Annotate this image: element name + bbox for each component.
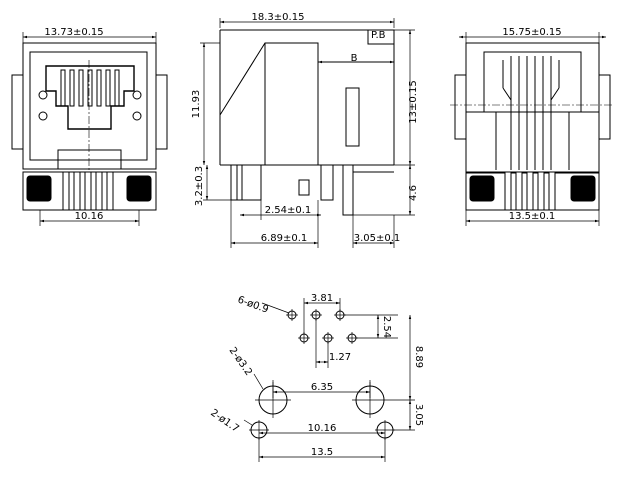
side-b-label: B: [351, 53, 358, 64]
guide-spacing-label: 6.35: [311, 382, 333, 393]
height-label: 8.89: [413, 346, 424, 368]
rear-base-label: 13.5±0.1: [509, 211, 556, 222]
mount-holes-label: 2-ø1.7: [208, 407, 241, 434]
front-pitch-label: 10.16: [75, 211, 104, 222]
pcb-footprint: 6-ø0.9 2-ø3.2 2-ø1.7 3.81 2.54 1.27 8.89…: [208, 293, 424, 462]
rear-width-label: 15.75±0.15: [502, 27, 561, 38]
overall-width-label: 13.5: [311, 447, 333, 458]
pitch-bottom-label: 1.27: [329, 352, 351, 363]
row-gap-label: 2.54: [381, 316, 392, 338]
side-pin-length-label: 4.6: [408, 185, 419, 201]
pitch-top-label: 3.81: [311, 293, 333, 304]
lower-offset-label: 3.05: [413, 404, 424, 426]
front-width-label: 13.73±0.15: [44, 27, 103, 38]
side-row-offset-label: 6.89±0.1: [261, 233, 308, 244]
side-post-label: 3.2±0.3: [194, 166, 205, 206]
side-rear-label: 3.05±0.1: [354, 233, 401, 244]
side-pb-label: P.B: [371, 30, 386, 41]
front-view: 13.73±0.15 10.16: [11, 27, 168, 226]
side-height-label: 11.93: [191, 90, 202, 119]
pin-holes-label: 6-ø0.9: [236, 294, 270, 315]
mount-spacing-label: 10.16: [308, 423, 337, 434]
side-length-label: 18.3±0.15: [252, 12, 305, 23]
side-view: 18.3±0.15 P.B B 11.93 13±0.15 3.2±0.3 4.…: [191, 12, 419, 248]
side-pin-pitch-label: 2.54±0.1: [265, 205, 312, 216]
rear-view: 15.75±0.15 13.5±0.1: [450, 27, 612, 226]
side-total-height-label: 13±0.15: [408, 80, 419, 123]
guide-holes-label: 2-ø3.2: [227, 345, 254, 378]
